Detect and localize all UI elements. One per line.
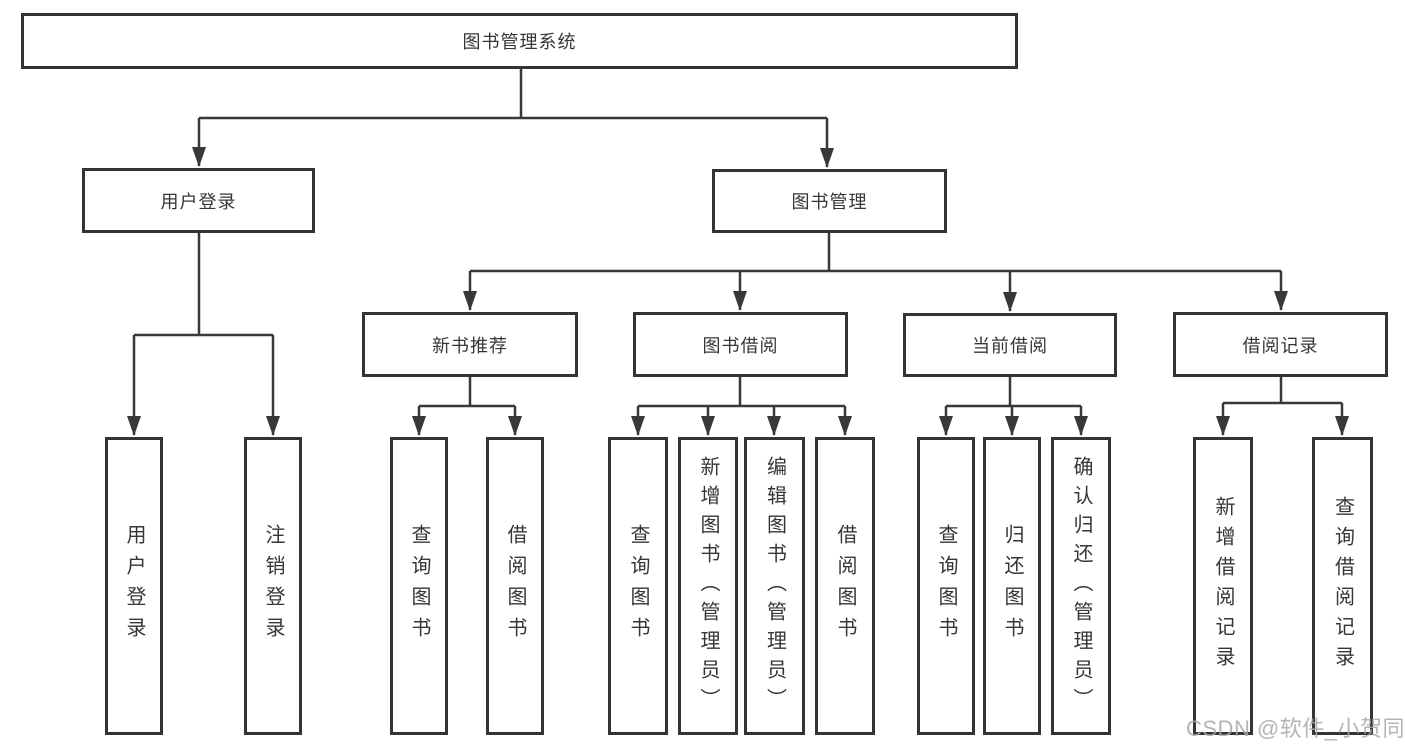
leaf-user-login: 用户登录 bbox=[105, 437, 163, 735]
leaf-query-books-current: 查询图书 bbox=[917, 437, 975, 735]
leaf-add-borrow-record: 新增借阅记录 bbox=[1193, 437, 1253, 735]
leaf-return-books: 归还图书 bbox=[983, 437, 1041, 735]
leaf-add-books-admin: 新增图书（管理员） bbox=[678, 437, 738, 735]
leaf-borrow-books-recommend: 借阅图书 bbox=[486, 437, 544, 735]
leaf-query-borrow-record: 查询借阅记录 bbox=[1312, 437, 1373, 735]
leaf-edit-books-admin: 编辑图书（管理员） bbox=[744, 437, 805, 735]
node-user-login: 用户登录 bbox=[82, 168, 315, 233]
node-book-borrow: 图书借阅 bbox=[633, 312, 848, 377]
leaf-borrow-books: 借阅图书 bbox=[815, 437, 875, 735]
node-book-management: 图书管理 bbox=[712, 169, 947, 233]
leaf-logout: 注销登录 bbox=[244, 437, 302, 735]
node-current-borrow: 当前借阅 bbox=[903, 313, 1117, 377]
node-new-book-recommend: 新书推荐 bbox=[362, 312, 578, 377]
leaf-query-books-recommend: 查询图书 bbox=[390, 437, 448, 735]
node-library-management-system: 图书管理系统 bbox=[21, 13, 1018, 69]
csdn-watermark: CSDN @软件_小贺同学 bbox=[1186, 716, 1405, 741]
leaf-confirm-return-admin: 确认归还（管理员） bbox=[1051, 437, 1111, 735]
node-borrow-record: 借阅记录 bbox=[1173, 312, 1388, 377]
leaf-query-books-borrow: 查询图书 bbox=[608, 437, 668, 735]
